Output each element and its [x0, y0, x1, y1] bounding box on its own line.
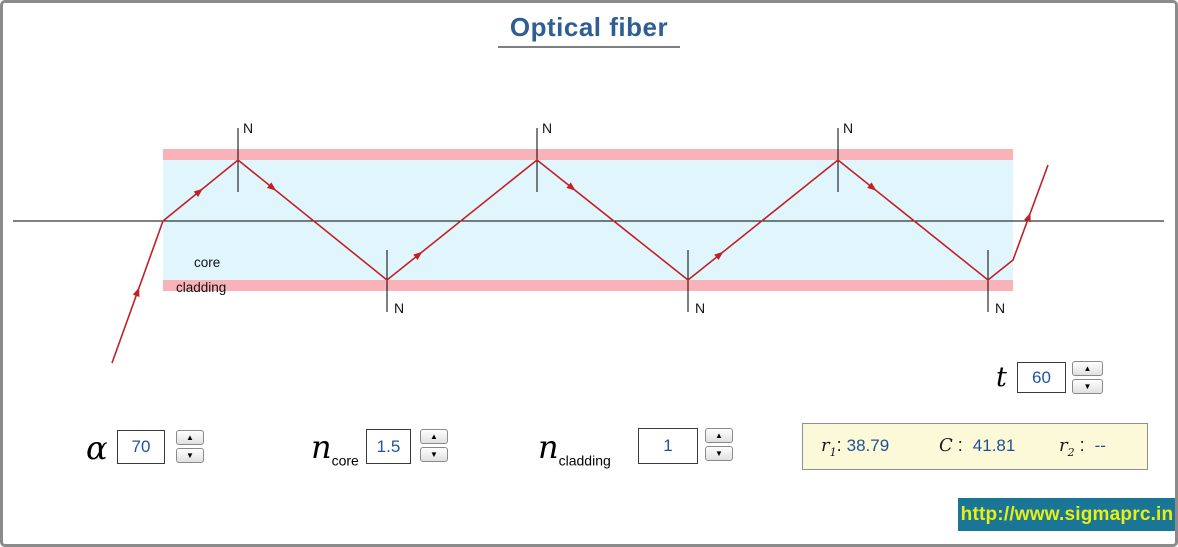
results-panel: r1:38.79 C : 41.81 r2 : -- [802, 423, 1148, 470]
r1-value: 38.79 [846, 435, 890, 455]
fiber-core [163, 160, 1013, 280]
up-arrow-icon: ▲ [430, 431, 438, 441]
n-symbol: n [538, 428, 559, 466]
alpha-symbol: α [86, 429, 108, 467]
alpha-spinner: ▲ ▼ [176, 430, 204, 463]
down-arrow-icon: ▼ [430, 449, 438, 459]
n-symbol: n [311, 428, 332, 466]
result-C: C : 41.81 [939, 435, 1015, 459]
ray-arrowhead [193, 188, 203, 197]
t-symbol: t [996, 362, 1007, 393]
n-cladding-decrement-button[interactable]: ▼ [705, 446, 733, 461]
down-arrow-icon: ▼ [186, 450, 194, 460]
r2-value: -- [1094, 435, 1106, 455]
core-subscript: core [331, 452, 359, 469]
page-title: Optical fiber [497, 12, 681, 48]
cladding-subscript: cladding [558, 452, 611, 469]
r1-separator: : [836, 434, 842, 455]
ray-arrowhead [266, 182, 277, 191]
alpha-decrement-button[interactable]: ▼ [176, 448, 204, 463]
normal-label: N [243, 120, 253, 136]
r2-subscript: 2 [1067, 445, 1075, 459]
up-arrow-icon: ▲ [715, 430, 723, 440]
cladding-label: cladding [176, 280, 226, 295]
core-label: core [194, 255, 220, 270]
r1-symbol: r [821, 434, 830, 456]
t-label: t [996, 364, 1007, 391]
r1-subscript: 1 [829, 445, 837, 459]
watermark-url: http://www.sigmaprc.in [958, 498, 1176, 531]
n-core-decrement-button[interactable]: ▼ [420, 447, 448, 462]
n-core-input[interactable] [366, 429, 411, 464]
down-arrow-icon: ▼ [1083, 381, 1092, 391]
C-value: 41.81 [972, 435, 1016, 455]
down-arrow-icon: ▼ [715, 448, 723, 458]
t-input[interactable] [1017, 362, 1066, 393]
cladding-top-bar [163, 149, 1013, 160]
normal-label: N [695, 300, 705, 316]
alpha-increment-button[interactable]: ▲ [176, 430, 204, 445]
r2-separator: : [1074, 434, 1090, 455]
n-cladding-increment-button[interactable]: ▲ [705, 428, 733, 443]
t-decrement-button[interactable]: ▼ [1072, 379, 1103, 394]
ray-arrowhead [1024, 212, 1031, 223]
n-cladding-spinner: ▲ ▼ [705, 428, 733, 461]
ray-arrowhead [132, 287, 140, 297]
result-r1: r1:38.79 [821, 435, 889, 459]
ray-arrowhead [566, 182, 576, 191]
n-cladding-label: ncladding [538, 431, 611, 467]
ray-arrowhead [714, 251, 724, 261]
alpha-input[interactable] [117, 430, 165, 464]
up-arrow-icon: ▲ [186, 432, 194, 442]
C-separator: : [952, 434, 968, 455]
ray-arrowhead [867, 182, 877, 191]
normal-label: N [394, 300, 404, 316]
t-increment-button[interactable]: ▲ [1072, 361, 1103, 376]
alpha-label: α [86, 432, 108, 464]
normal-label: N [542, 120, 552, 136]
cladding-bottom-bar [163, 280, 1013, 291]
normal-label: N [843, 120, 853, 136]
result-r2: r2 : -- [1059, 435, 1106, 459]
n-core-increment-button[interactable]: ▲ [420, 429, 448, 444]
up-arrow-icon: ▲ [1083, 363, 1092, 373]
normal-label: N [995, 300, 1005, 316]
n-cladding-input[interactable] [638, 428, 698, 464]
title-bar: Optical fiber [0, 12, 1178, 48]
t-spinner: ▲ ▼ [1072, 361, 1103, 394]
n-core-label: ncore [311, 431, 359, 467]
r2-symbol: r [1059, 434, 1068, 456]
n-core-spinner: ▲ ▼ [420, 429, 448, 462]
C-symbol: C [939, 434, 953, 456]
ray-arrowhead [413, 251, 423, 261]
